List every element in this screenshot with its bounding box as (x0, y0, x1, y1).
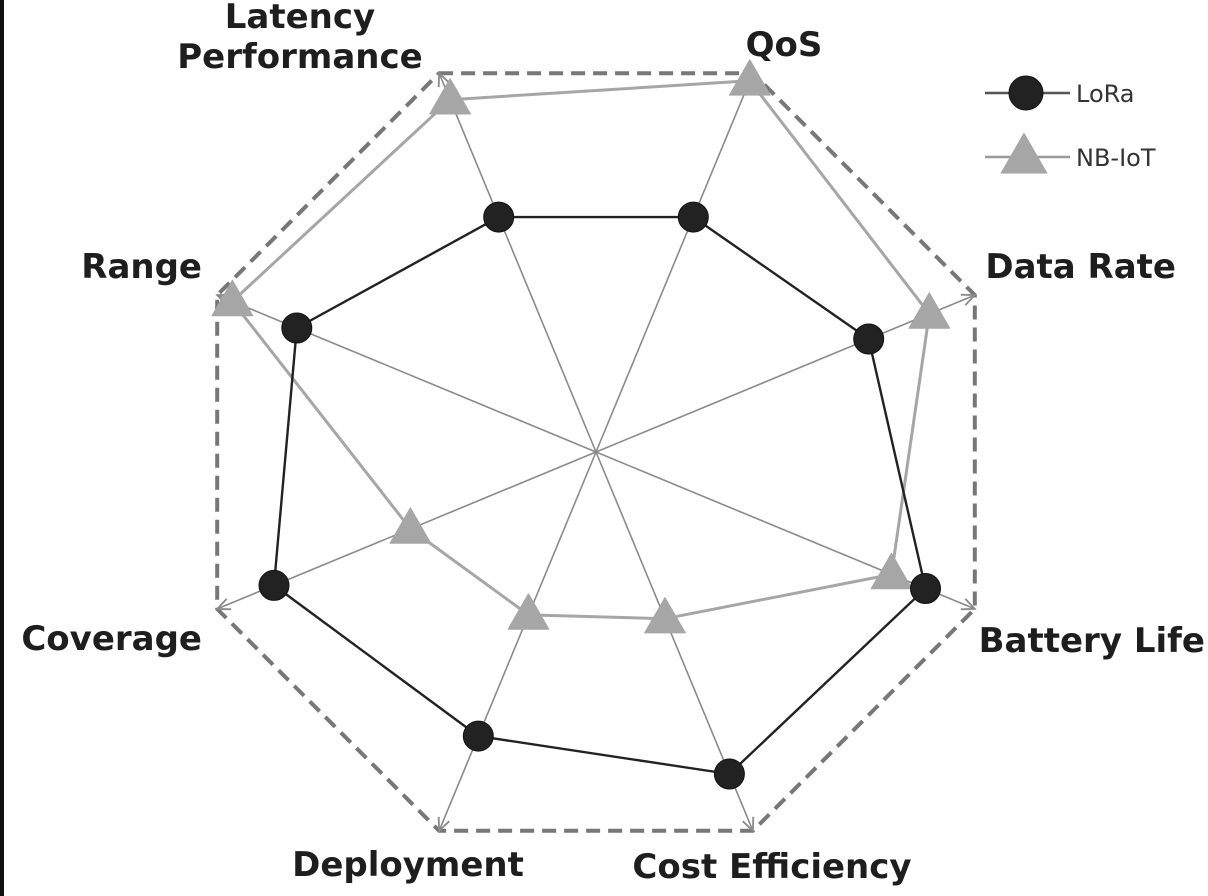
axis-label-coverage: Coverage (21, 619, 202, 659)
spoke-data-rate (595, 294, 976, 453)
spoke-arrow-deployment (437, 816, 450, 833)
spoke-latency-performance (438, 72, 597, 453)
axis-label-line: QoS (746, 25, 823, 65)
axis-label-cost-efficiency: Cost Efficiency (632, 847, 911, 887)
axis-label-line: Range (81, 247, 202, 287)
axis-label-qos: QoS (746, 25, 823, 65)
point-nb-iot-range (211, 279, 254, 317)
point-nb-iot-qos (728, 59, 771, 96)
spoke-arrow-coverage (215, 598, 232, 611)
point-lora-qos (677, 201, 709, 233)
series-line-lora (272, 215, 927, 776)
axis-label-line: Cost Efficiency (632, 847, 911, 887)
series-layer (211, 59, 951, 790)
point-nb-iot-coverage (389, 507, 432, 544)
spoke-arrow-battery-life (960, 598, 977, 611)
axis-label-line: Coverage (21, 619, 202, 659)
axis-label-line: Performance (177, 37, 422, 77)
spoke-arrow-latency-performance (437, 71, 450, 88)
axis-label-battery-life: Battery Life (979, 621, 1205, 661)
point-lora-deployment (462, 720, 494, 752)
point-lora-latency-performance (483, 201, 515, 233)
point-lora-coverage (258, 569, 290, 601)
axis-label-deployment: Deployment (292, 845, 524, 885)
point-lora-data-rate (853, 323, 885, 355)
point-nb-iot-latency-performance (429, 78, 471, 115)
point-nb-iot-cost-efficiency (644, 597, 686, 634)
legend-label-lora: LoRa (1076, 80, 1135, 108)
legend-label-nb-iot: NB-IoT (1076, 144, 1156, 172)
spoke-arrow-data-rate (960, 293, 977, 306)
spoke-layer (215, 71, 977, 833)
point-lora-cost-efficiency (713, 758, 745, 790)
point-nb-iot-battery-life (870, 552, 913, 590)
spoke-arrow-cost-efficiency (742, 816, 755, 833)
point-lora-battery-life (910, 573, 941, 604)
point-nb-iot-deployment (507, 593, 550, 630)
legend-marker-nb-iot (1000, 132, 1048, 174)
spoke-deployment (438, 451, 597, 832)
series-line-nb-iot (230, 79, 931, 621)
axis-label-line: Deployment (292, 845, 524, 885)
axis-label-range: Range (81, 247, 202, 287)
axis-label-line: Latency (225, 0, 375, 37)
legend-marker-lora (1008, 75, 1044, 111)
axis-label-line: Data Rate (985, 247, 1176, 287)
point-nb-iot-data-rate (908, 292, 951, 329)
left-edge-border (0, 0, 4, 896)
axis-label-data-rate: Data Rate (985, 247, 1176, 287)
spoke-range (216, 294, 597, 453)
spoke-qos (595, 72, 754, 453)
axis-label-line: Battery Life (979, 621, 1205, 661)
point-lora-range (281, 312, 313, 344)
